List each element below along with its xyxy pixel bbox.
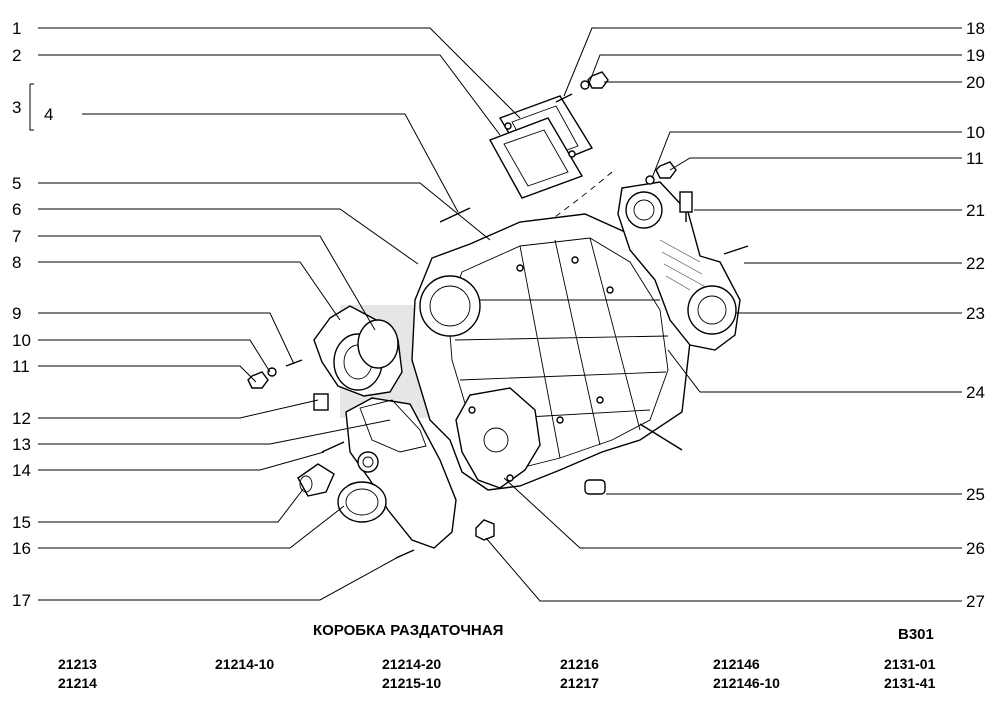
model-group-1: 21213 21214: [58, 655, 97, 693]
callout-6: 6: [12, 200, 21, 219]
model-number: 212146-10: [713, 675, 780, 691]
callout-8: 8: [12, 253, 21, 272]
callout-27: 27: [966, 592, 985, 611]
model-number: 21214-20: [382, 656, 442, 672]
model-number: 21214-10: [215, 656, 275, 672]
model-number: 21213: [58, 656, 97, 672]
callout-25: 25: [966, 485, 985, 504]
callout-11-right: 11: [966, 149, 984, 168]
model-group-3: 21214-20 21215-10: [382, 655, 441, 693]
callout-7: 7: [12, 227, 21, 246]
model-number: 21215-10: [382, 675, 442, 691]
callout-2: 2: [12, 46, 21, 65]
callout-10-right: 10: [966, 123, 985, 142]
main-housing: [411, 213, 691, 491]
callout-15: 15: [12, 513, 31, 532]
model-number: 21217: [560, 675, 599, 691]
model-number: 2131-01: [884, 656, 936, 672]
callout-10-left: 10: [12, 331, 31, 350]
callout-11-left: 11: [12, 357, 30, 376]
model-group-4: 21216 21217: [560, 655, 599, 693]
callout-23: 23: [966, 304, 985, 323]
front-flange: [247, 305, 403, 397]
callout-22: 22: [966, 254, 985, 273]
callout-3: 3: [12, 98, 21, 117]
callout-19: 19: [966, 46, 985, 65]
parts-drawing: [247, 71, 749, 559]
callouts-left: 1 2 3 4 5 6 7 8 9 10 11 12 13 14 15 16 1…: [12, 19, 53, 610]
model-group-6: 2131-01 2131-41: [884, 655, 935, 693]
callouts-right: 18 19 20 10 11 21 22 23 24 25 26 27: [966, 19, 985, 611]
callout-16: 16: [12, 539, 31, 558]
top-stud-washer-nut: [439, 71, 609, 223]
small-parts-bottom: [475, 479, 606, 541]
model-group-2: 21214-10: [215, 655, 274, 674]
leader-lines: [29, 27, 962, 602]
model-number: 21216: [560, 656, 599, 672]
model-number: 212146: [713, 656, 760, 672]
callout-5: 5: [12, 174, 21, 193]
callout-24: 24: [966, 383, 985, 402]
model-number: 2131-41: [884, 675, 936, 691]
model-group-5: 212146 212146-10: [713, 655, 780, 693]
lower-housing: [297, 393, 457, 559]
callout-20: 20: [966, 73, 985, 92]
callout-4: 4: [44, 105, 53, 124]
callout-17: 17: [12, 591, 31, 610]
callout-13: 13: [12, 435, 31, 454]
callout-18: 18: [966, 19, 985, 38]
diagram-title: КОРОБКА РАЗДАТОЧНАЯ: [313, 622, 504, 639]
callout-21: 21: [966, 201, 985, 220]
top-cover-plate: [488, 95, 594, 199]
model-number: 21214: [58, 675, 97, 691]
callout-14: 14: [12, 461, 31, 480]
rear-cover: [617, 161, 749, 351]
callout-12: 12: [12, 409, 31, 428]
diagram-code: В301: [898, 626, 934, 643]
callout-1: 1: [12, 19, 21, 38]
callout-9: 9: [12, 304, 21, 323]
callout-26: 26: [966, 539, 985, 558]
